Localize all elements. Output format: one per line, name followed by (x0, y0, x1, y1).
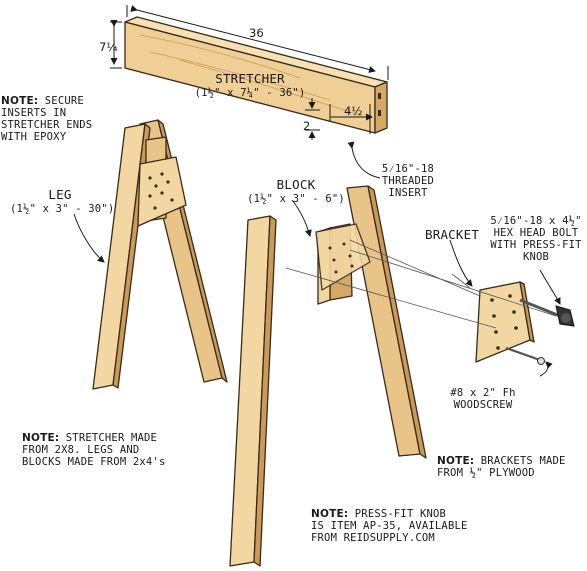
hex-bolt-label: 5⁄16"-18 x 4½" HEX HEAD BOLT WITH PRESS-… (490, 215, 582, 263)
dim-insert-offset: 4½ (344, 104, 363, 118)
bolt-leader (539, 269, 561, 305)
bracket-leader (449, 239, 473, 287)
stretcher-label: STRETCHER (1½" x 7¼" - 36") (194, 71, 306, 100)
block-label: BLOCK (1½" x 3" - 6") (247, 177, 345, 206)
leg-assembly-left (73, 119, 228, 390)
stretcher-dimensions (110, 5, 389, 179)
note-epoxy: NOTE: SECURE INSERTS IN STRETCHER ENDS W… (1, 95, 93, 143)
threaded-insert-label: 5⁄16"-18 THREADED INSERT (381, 163, 435, 199)
leg-label: LEG (1½" x 3" - 30") (10, 187, 115, 216)
woodscrew-label: #8 x 2" Fh WOODSCREW (450, 387, 516, 411)
note-bracket: NOTE: BRACKETS MADE FROM ½" PLYWOOD (437, 455, 566, 479)
dim-insert-depth: 2 (303, 119, 311, 133)
block-leader (291, 199, 312, 237)
note-stock: NOTE: STRETCHER MADE FROM 2x8. LEGS AND … (22, 432, 166, 468)
dim-length: 36 (249, 26, 264, 40)
woodscrew (505, 346, 545, 365)
note-knob: NOTE: PRESS-FIT KNOB IS ITEM AP-35, AVAI… (311, 508, 468, 544)
hex-bolt-with-knob (519, 298, 575, 327)
assembly-lines (285, 239, 557, 329)
bracket-exploded (475, 281, 535, 363)
bracket-label: BRACKET (425, 227, 480, 242)
screw-leader (539, 361, 553, 377)
dim-height: 7¼ (99, 40, 118, 54)
